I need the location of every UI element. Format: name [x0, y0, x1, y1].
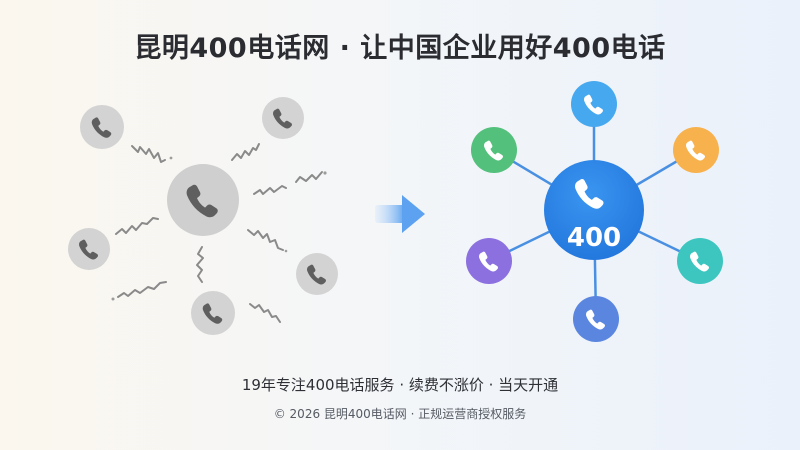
static-line	[115, 217, 159, 235]
static-line	[247, 229, 284, 251]
gray-phone-top-right	[262, 97, 304, 139]
hub-network-group: 400	[466, 81, 723, 342]
hub-circle: 400	[544, 160, 644, 260]
node-phone-left	[466, 238, 512, 284]
scattered-phones-group	[68, 97, 338, 335]
gray-phone-top-left	[80, 105, 124, 149]
static-line	[295, 171, 323, 183]
arrow-icon	[375, 195, 425, 233]
gray-phone-left	[68, 228, 110, 270]
gray-phone-bottom	[191, 291, 235, 335]
copyright-notice: © 2026 昆明400电话网 · 正规运营商授权服务	[273, 407, 527, 421]
node-phone-right	[677, 238, 723, 284]
node-phone-top-left	[471, 127, 517, 173]
gray-phone-right	[296, 253, 338, 295]
node-phone-top-right	[673, 127, 719, 173]
tagline: 19年专注400电话服务 · 续费不涨价 · 当天开通	[241, 376, 559, 394]
static-line	[231, 143, 260, 161]
gray-phone-center	[167, 164, 239, 236]
static-line	[117, 281, 167, 298]
static-line	[249, 303, 281, 323]
node-phone-bottom	[573, 296, 619, 342]
page-title: 昆明400电话网 · 让中国企业用好400电话	[134, 33, 666, 64]
static-line	[253, 185, 287, 195]
static-line	[131, 145, 166, 163]
hub-label: 400	[567, 223, 621, 253]
static-line	[196, 246, 204, 283]
node-phone-top	[571, 81, 617, 127]
